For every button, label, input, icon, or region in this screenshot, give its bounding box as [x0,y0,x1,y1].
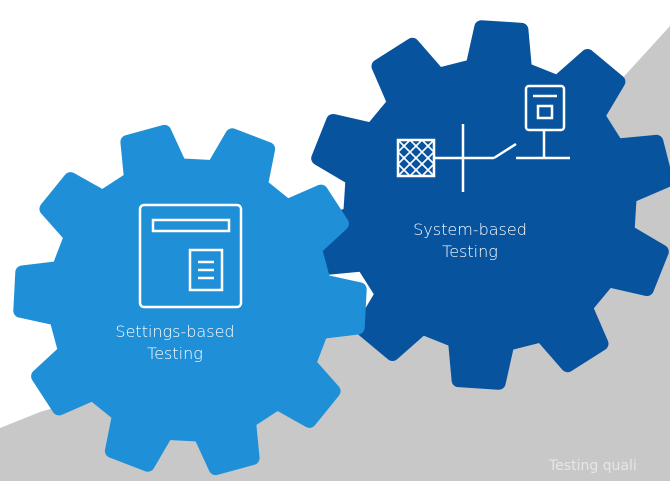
gear-shape [306,20,670,390]
system-network-icon [396,84,570,192]
settings-gear-label-line2: Testing [147,344,203,363]
footer-caption: Testing quali [549,458,637,474]
gear-shape [13,124,367,476]
hatch-pattern [397,139,435,177]
settings-gear-label-line1: Settings-based [115,322,235,341]
system-gear [306,20,670,390]
system-gear-label-line1: System-based [413,220,527,239]
system-gear-label: System-based Testing [390,219,550,263]
system-gear-label-line2: Testing [442,242,498,261]
settings-gear [13,124,367,476]
settings-gear-label: Settings-based Testing [95,321,255,365]
settings-window-icon [138,203,243,309]
